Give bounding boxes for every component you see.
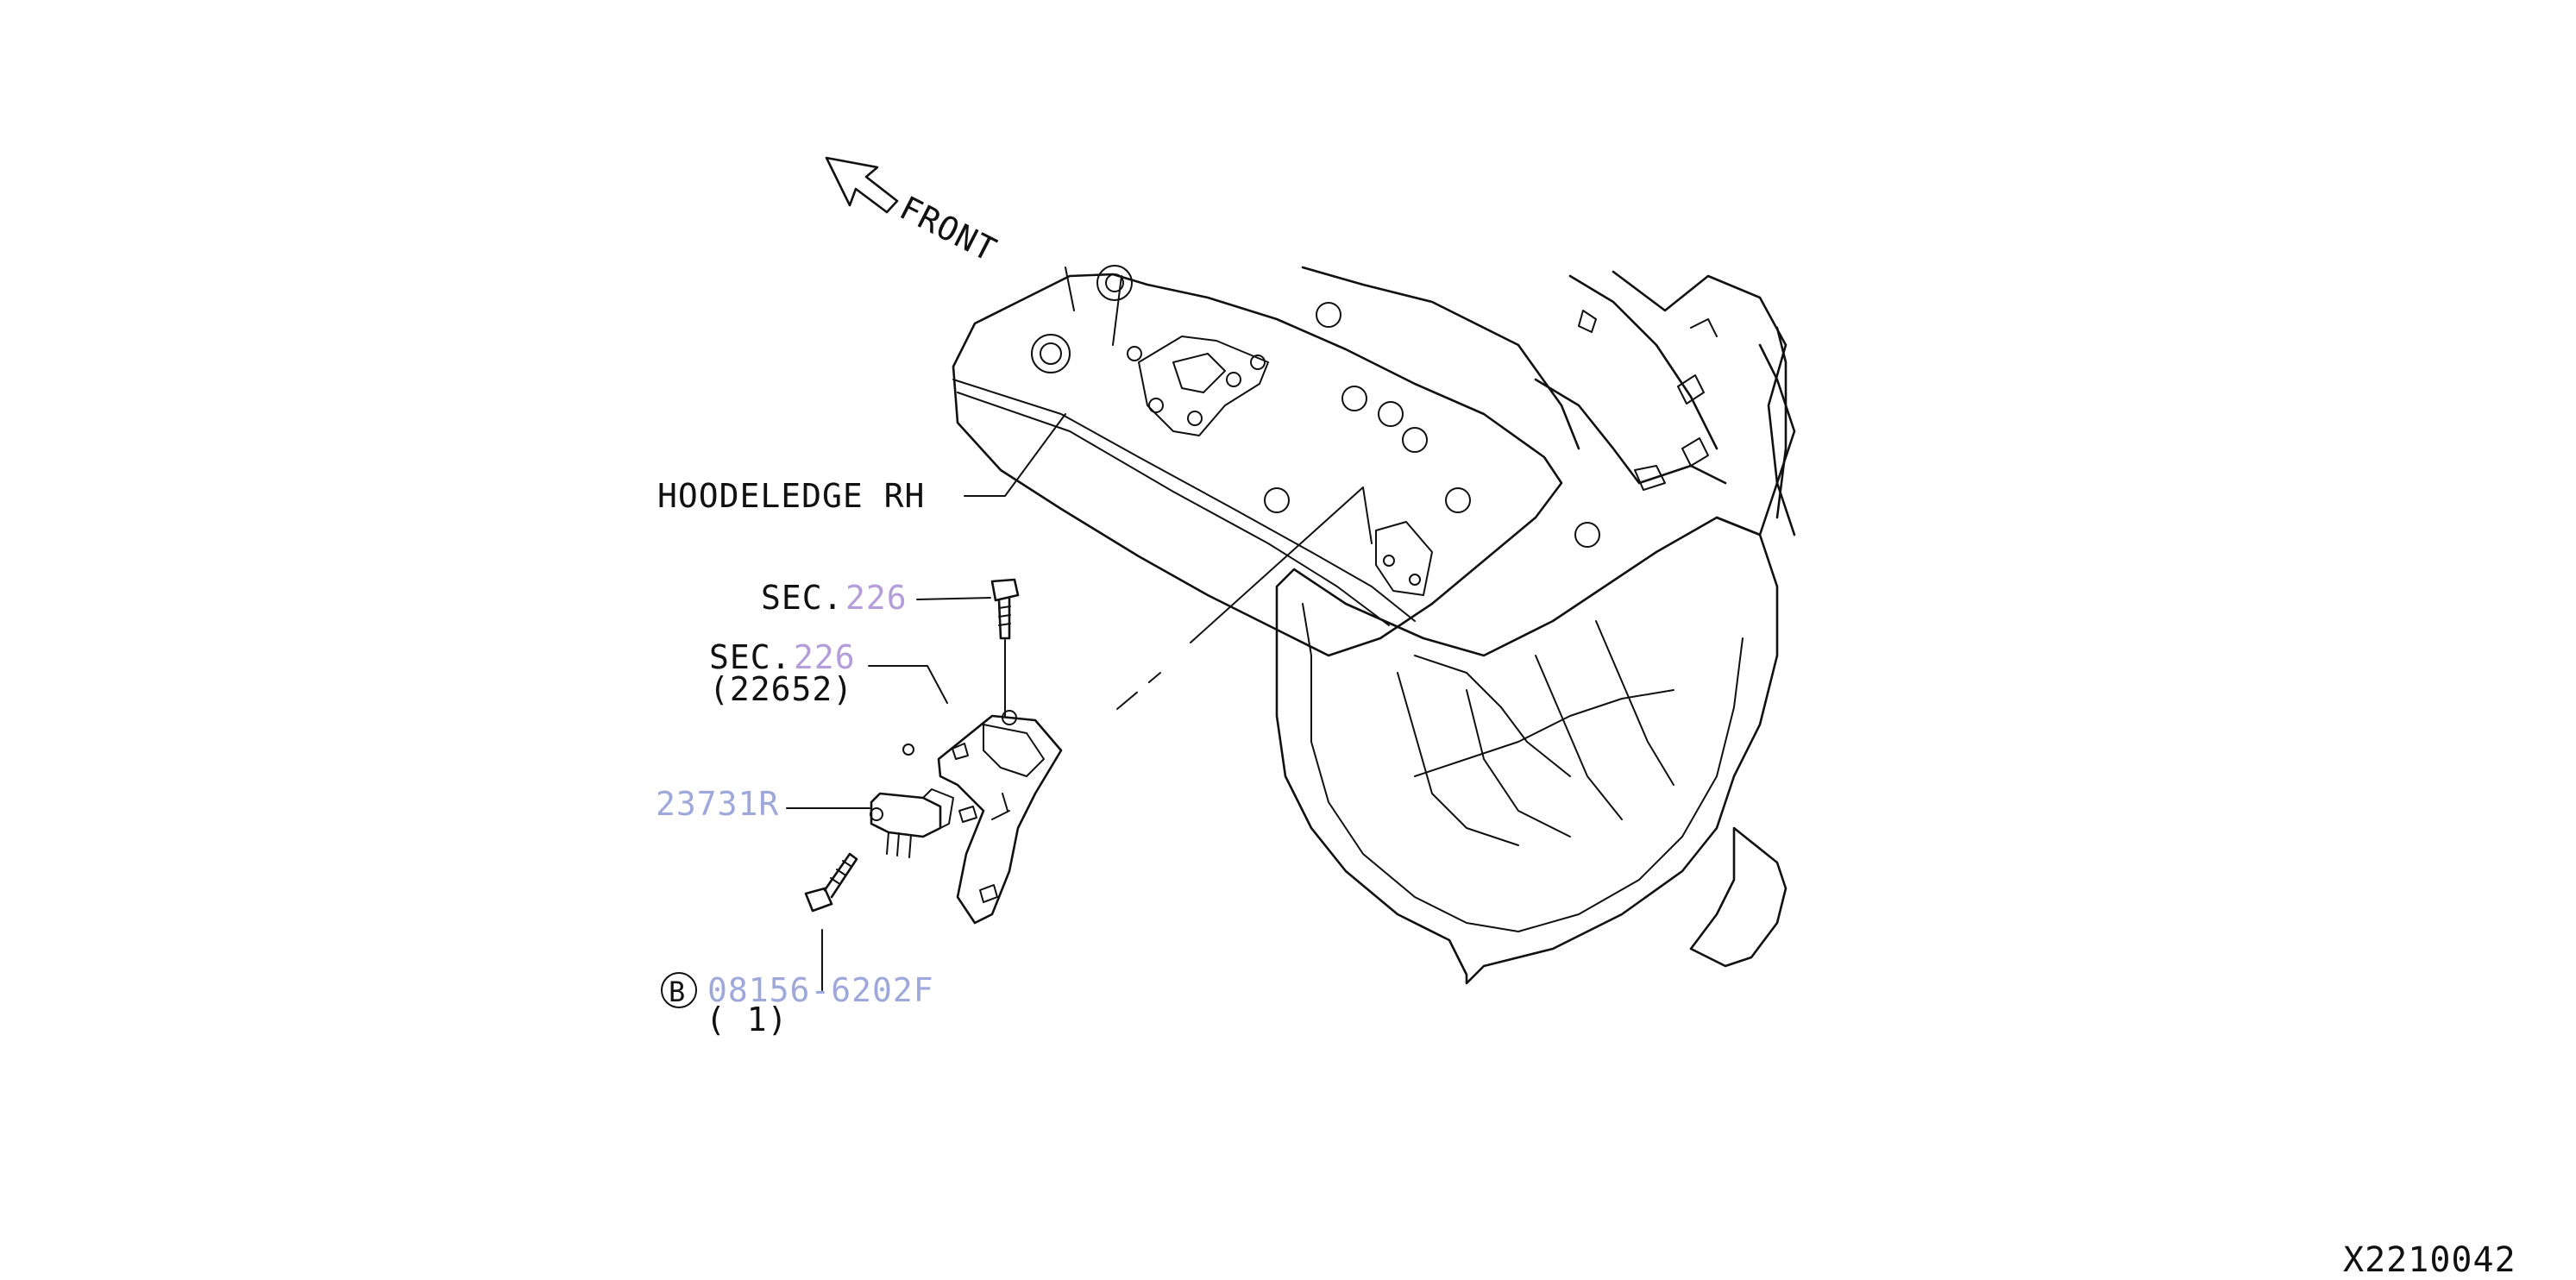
sensor-part-link[interactable]: 23731R <box>656 785 779 823</box>
bolt-b-marker: B <box>661 972 697 1008</box>
sec-226-link-2[interactable]: 226 <box>794 638 856 676</box>
bolt-b-letter: B <box>669 976 686 1008</box>
sec-prefix-2: SEC. <box>709 638 792 676</box>
wheelhouse-panel <box>1275 266 1796 985</box>
lower-bolt-icon <box>804 852 858 913</box>
sec-prefix-1: SEC. <box>761 579 844 617</box>
sensor-part <box>870 788 954 858</box>
sensor-bracket <box>902 710 1063 925</box>
leader-lines <box>786 413 1373 991</box>
bolt-part-link[interactable]: 08156-6202F <box>707 971 934 1009</box>
hoodledge-panel <box>952 265 1563 657</box>
diagram-code: X2210042 <box>2343 1240 2516 1280</box>
front-arrow-icon <box>825 156 899 214</box>
upper-bolt-icon <box>990 578 1020 640</box>
sec-226-link-1[interactable]: 226 <box>845 579 908 617</box>
bolt-quantity: ( 1) <box>706 1001 789 1038</box>
front-label: FRONT <box>894 189 1002 269</box>
bracket-part-number: (22652) <box>709 670 853 708</box>
hoodledge-label: HOODELEDGE RH <box>657 477 925 515</box>
